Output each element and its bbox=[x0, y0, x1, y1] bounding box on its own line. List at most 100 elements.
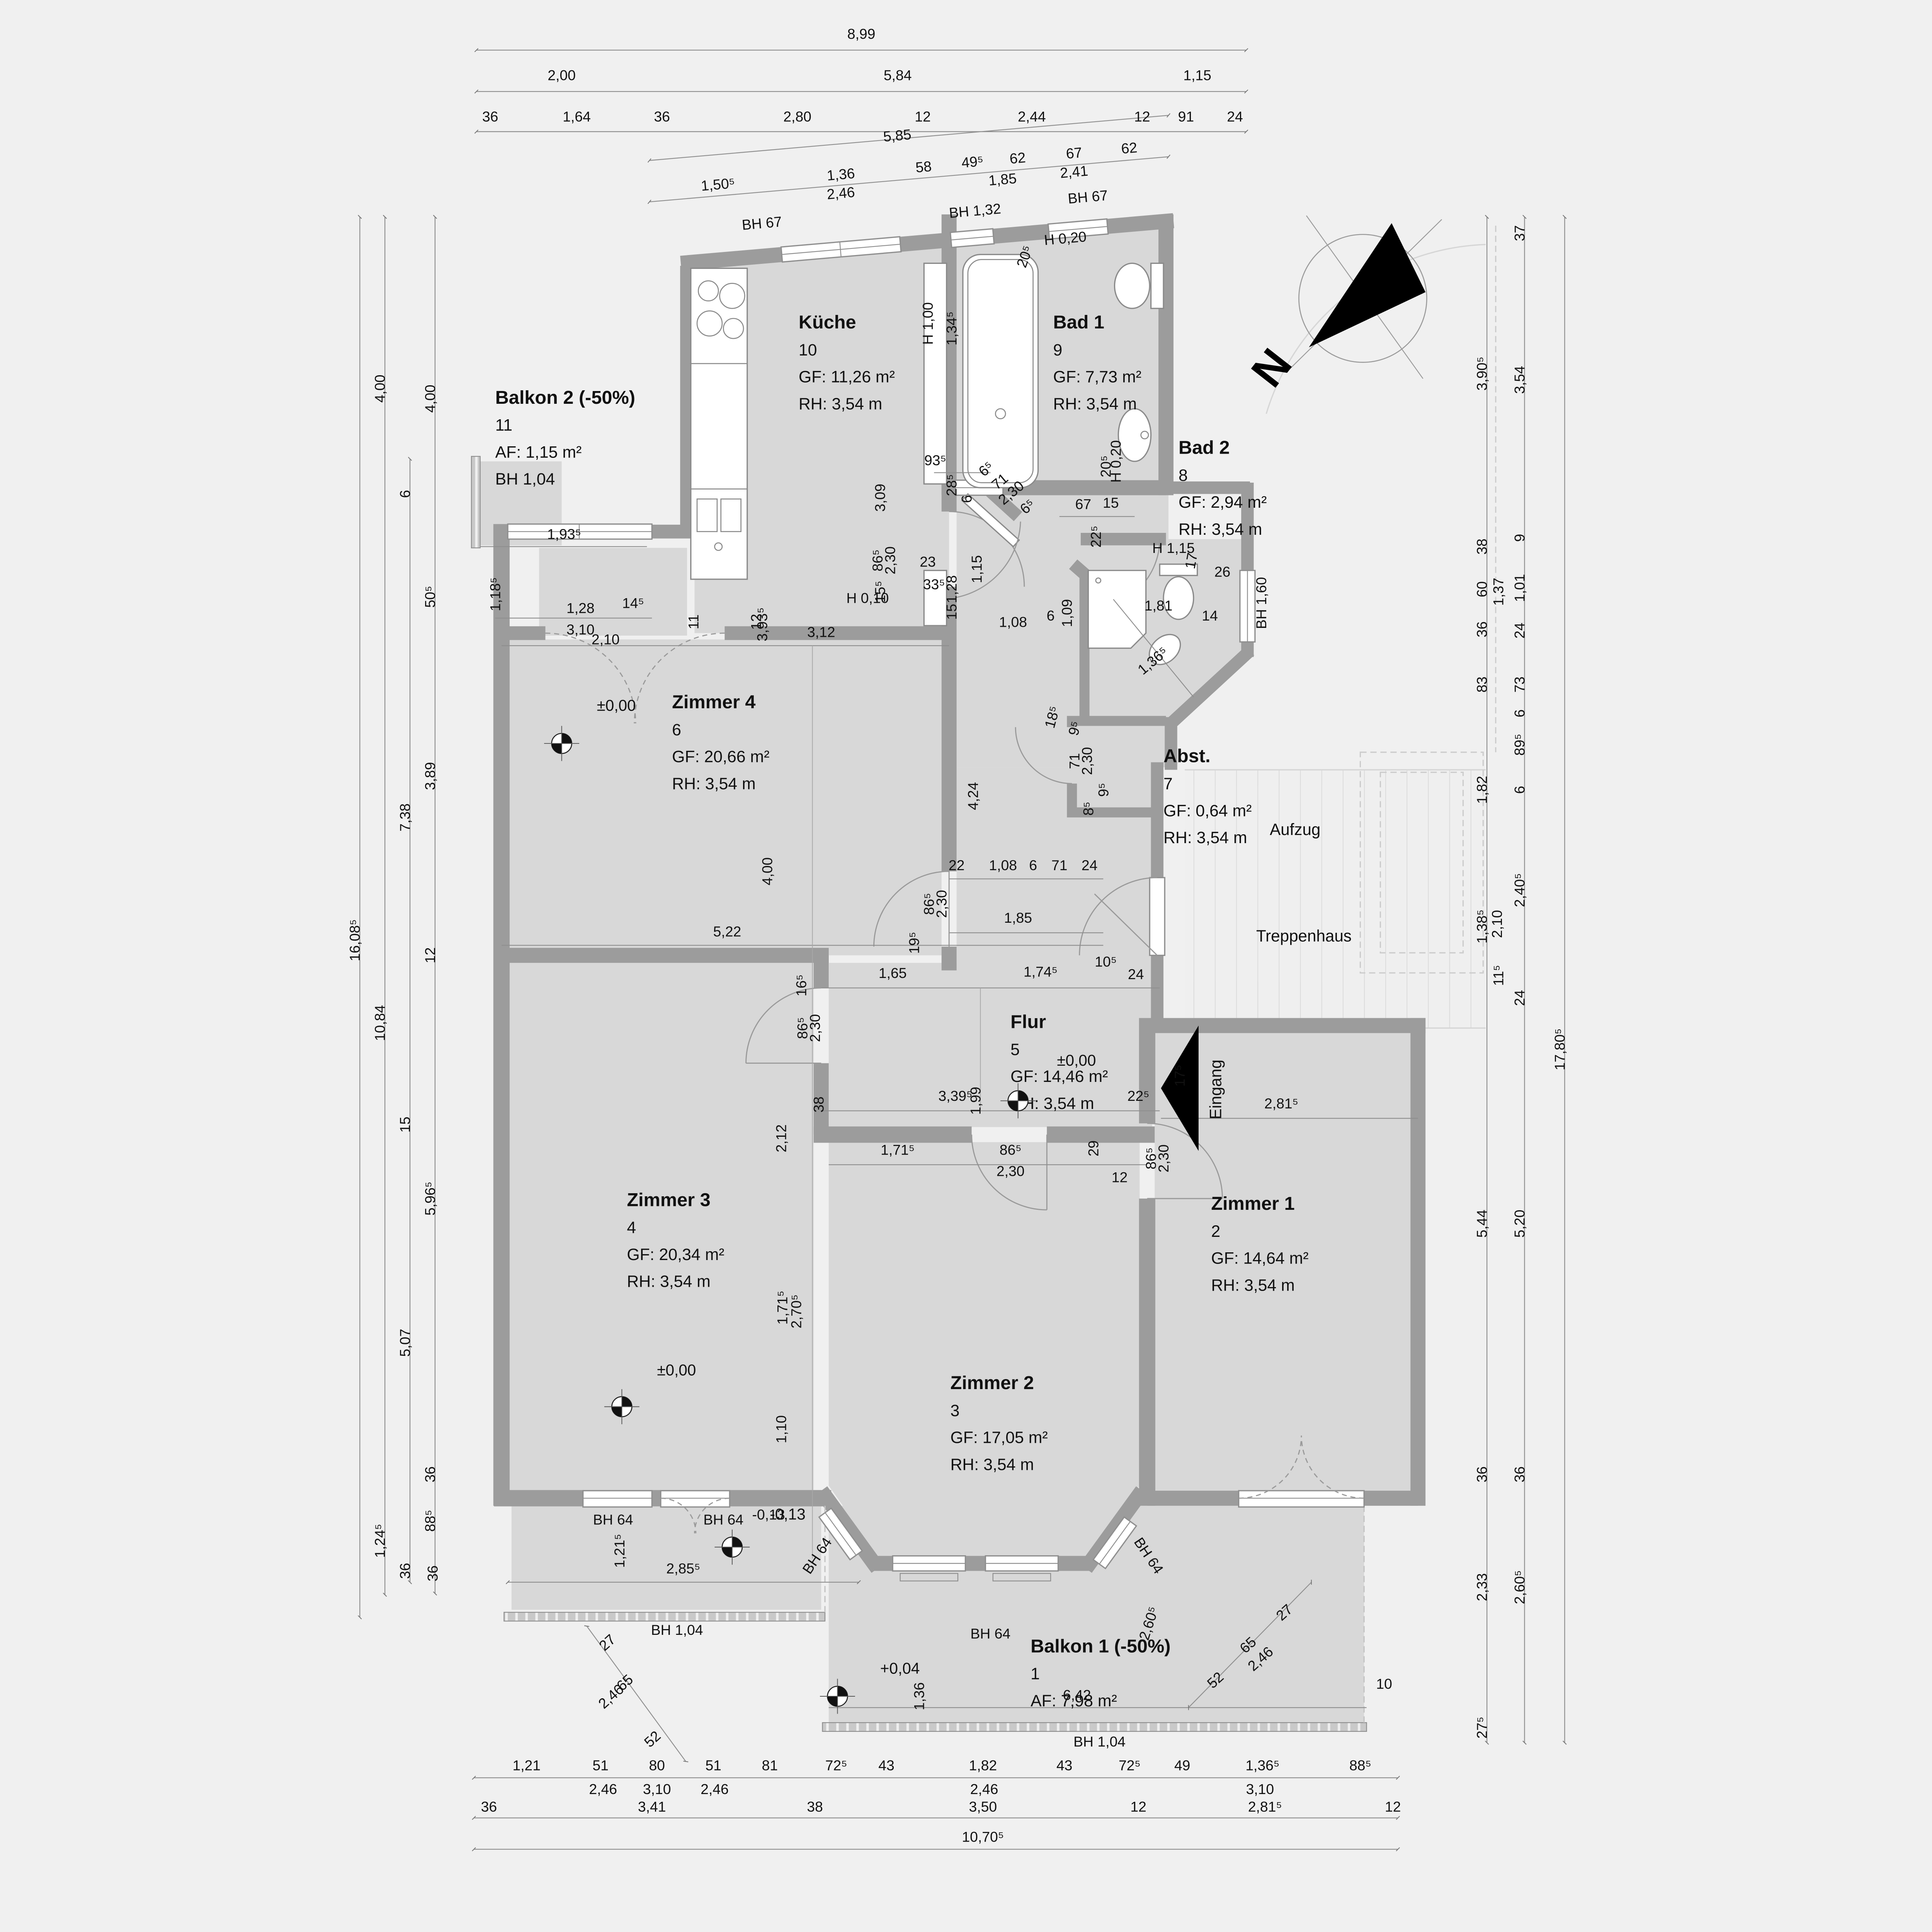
toilet-bad2 bbox=[1159, 563, 1198, 620]
dim-label: 2,30 bbox=[997, 1163, 1025, 1179]
room-info: 8 bbox=[1179, 466, 1188, 485]
dim-label: 2,46 bbox=[589, 1781, 617, 1797]
dim-label: 3,10 bbox=[643, 1781, 671, 1797]
dim-label: 5,44 bbox=[1474, 1209, 1490, 1238]
dim-label: 6 bbox=[1029, 857, 1037, 873]
dim-label: 80 bbox=[649, 1757, 665, 1773]
room-info: GF: 17,05 m² bbox=[950, 1429, 1048, 1447]
sink-bad1 bbox=[1117, 408, 1152, 462]
french-door-z1 bbox=[1238, 1435, 1365, 1508]
level-value: ±0,00 bbox=[1057, 1051, 1096, 1069]
door-kueche-z4 bbox=[545, 633, 725, 724]
dim-label: 1,36 bbox=[826, 165, 855, 184]
dim-label: 2,80 bbox=[783, 109, 811, 125]
dim-label: 38 bbox=[1474, 539, 1490, 554]
room-info: GF: 2,94 m² bbox=[1179, 493, 1267, 512]
room-info: 10 bbox=[799, 341, 817, 359]
dim-label: 23 bbox=[920, 554, 936, 570]
dim-label: BH 1,04 bbox=[1073, 1733, 1126, 1750]
entrance-label: Eingang bbox=[1206, 1060, 1225, 1119]
dim-label: 1,34⁵ bbox=[944, 311, 960, 345]
stairs-label: Treppenhaus bbox=[1256, 927, 1352, 945]
room-info: GF: 20,34 m² bbox=[627, 1245, 724, 1264]
window-z3-bottom-1 bbox=[582, 1490, 653, 1508]
dim-label: 36 bbox=[654, 109, 670, 125]
room-info: 9 bbox=[1053, 341, 1063, 359]
level-symbol-cross bbox=[544, 726, 580, 761]
room-name: Bad 2 bbox=[1179, 437, 1230, 458]
room-info: 2 bbox=[1211, 1222, 1220, 1241]
dim-label: 9⁵ bbox=[1095, 783, 1111, 797]
railing-balkon1 bbox=[822, 1722, 1367, 1732]
sink-drain bbox=[714, 542, 723, 551]
dim-label: 1,15 bbox=[969, 555, 985, 583]
dim-label: 12 bbox=[748, 614, 764, 630]
railings bbox=[471, 456, 1367, 1732]
dim-label: 3,09 bbox=[872, 484, 888, 512]
room-info: GF: 0,64 m² bbox=[1163, 801, 1252, 820]
dim-label: BH 67 bbox=[741, 213, 782, 233]
door-z1 bbox=[1147, 1122, 1223, 1199]
dim-label: 1,99 bbox=[967, 1087, 983, 1115]
dim-label: H 0,10 bbox=[846, 590, 889, 606]
floor-plan: N Eingang Aufzug Treppenhaus Küche10GF: … bbox=[347, 26, 1568, 1852]
railing-terrace bbox=[503, 1612, 826, 1622]
window-bay-right-diag bbox=[1092, 1516, 1138, 1570]
dim-label: H 1,15 bbox=[1152, 540, 1195, 556]
room-info: GF: 14,46 m² bbox=[1010, 1067, 1108, 1086]
room-info: RH: 3,54 m bbox=[627, 1272, 711, 1291]
dim-label: 62 bbox=[1121, 139, 1138, 156]
stove-burner bbox=[723, 318, 744, 339]
dim-label: BH 64 bbox=[970, 1626, 1010, 1642]
dim-label: 10,84 bbox=[372, 1005, 388, 1041]
dim-label: 33⁵ bbox=[923, 576, 945, 592]
shower-bad2 bbox=[1087, 570, 1147, 649]
dim-label: 8⁵ bbox=[1080, 802, 1096, 816]
dim-label: 24 bbox=[1511, 990, 1527, 1006]
room-info: AF: 7,98 m² bbox=[1031, 1692, 1117, 1710]
dim-label: BH 64 bbox=[593, 1511, 633, 1527]
dim-label: 29 bbox=[1085, 1140, 1101, 1156]
dim-label: 24 bbox=[1082, 857, 1098, 873]
dim-label: 1,10 bbox=[773, 1415, 789, 1444]
dim-label: 71 bbox=[1066, 753, 1083, 769]
dim-label: 9 bbox=[1511, 534, 1527, 542]
dim-label: 86⁵ bbox=[1000, 1141, 1022, 1158]
dim-label: 3,10 bbox=[1246, 1781, 1274, 1797]
dim-label: 36 bbox=[1474, 621, 1490, 637]
entrance-arrow-icon bbox=[1161, 1026, 1199, 1151]
niche bbox=[923, 570, 947, 626]
room-info: GF: 14,64 m² bbox=[1211, 1249, 1308, 1268]
dim-label: 1,85 bbox=[988, 170, 1017, 189]
dim-label: 2,46 bbox=[970, 1781, 998, 1797]
room-name: Zimmer 1 bbox=[1211, 1193, 1294, 1214]
dim-label: 2,44 bbox=[1018, 109, 1046, 125]
dim-label: 1,08 bbox=[989, 857, 1017, 873]
door-z3 bbox=[745, 987, 821, 1064]
dim-label: 22 bbox=[949, 857, 965, 873]
dim-label: 28⁵ bbox=[944, 474, 960, 496]
dim-label: BH 1,32 bbox=[948, 200, 1002, 221]
door-terrace-dashed bbox=[660, 1497, 730, 1534]
dim-label: 36 bbox=[482, 109, 498, 125]
dim-label: H 0,20 bbox=[1108, 440, 1124, 483]
dim-label: 86⁵ bbox=[794, 1017, 811, 1039]
room-name: Balkon 1 (-50%) bbox=[1031, 1636, 1170, 1656]
elevator-label: Aufzug bbox=[1270, 820, 1320, 838]
dim-label: BH 67 bbox=[1067, 187, 1109, 207]
dim-label: 36 bbox=[422, 1466, 438, 1483]
room-info: 1 bbox=[1031, 1665, 1040, 1683]
room-name: Zimmer 2 bbox=[950, 1372, 1034, 1393]
dim-label: 14 bbox=[1202, 607, 1218, 624]
windows bbox=[507, 218, 1365, 1582]
door-entrance bbox=[1079, 877, 1158, 956]
room-info: GF: 11,26 m² bbox=[799, 368, 895, 386]
room-info: 11 bbox=[495, 416, 512, 435]
room-info: 3 bbox=[950, 1401, 959, 1420]
